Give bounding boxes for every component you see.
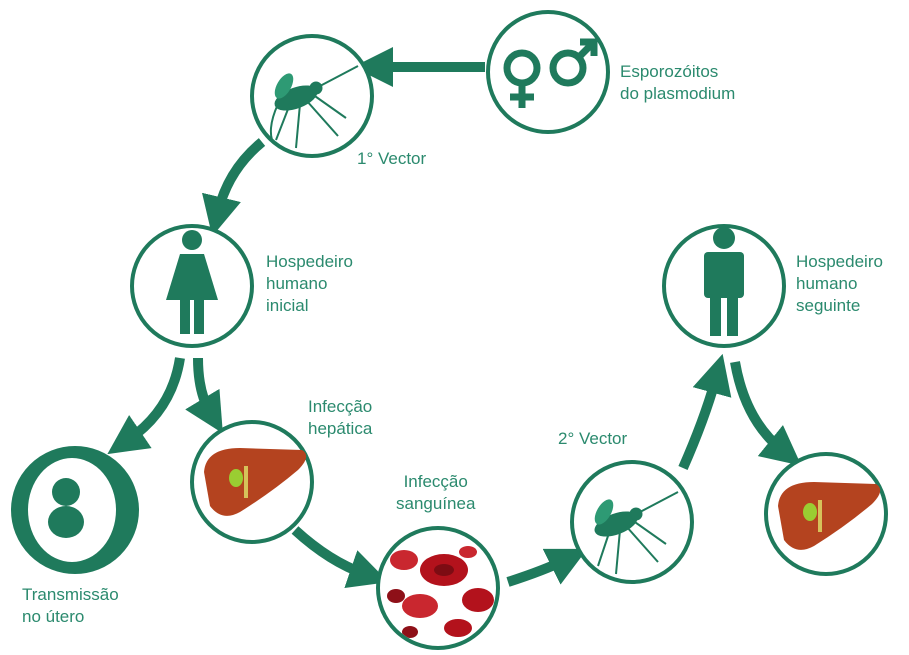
arrow-vector1-to-host: [202, 138, 266, 237]
sporozoites-node: [486, 10, 610, 134]
sporozoites-label: Esporozóitos do plasmodium: [620, 62, 736, 103]
mosquito-icon: [269, 65, 359, 149]
vector1-label: 1° Vector: [357, 149, 427, 168]
liver-icon: [778, 482, 881, 550]
arrow-host-to-utero: [107, 357, 185, 455]
initial-host-label: Hospedeiro humano inicial: [266, 252, 353, 315]
blood-node: [376, 526, 500, 650]
vector2-label: 2° Vector: [558, 429, 628, 448]
in-utero-node: [11, 446, 139, 574]
liver2-node: [764, 452, 888, 576]
next-host-label: Hospedeiro humano seguinte: [796, 252, 883, 315]
initial-host-node: [130, 224, 254, 348]
blood-label: Infecção sanguínea: [396, 472, 476, 513]
liver-icon: [204, 448, 307, 516]
fetus-icon: [48, 478, 84, 538]
red-blood-cells-icon: [387, 546, 494, 638]
hepatic-node: [190, 420, 314, 544]
hepatic-label: Infecção hepática: [308, 397, 373, 438]
arrow-blood-to-vector2: [506, 548, 588, 587]
next-host-node: [662, 224, 786, 348]
woman-icon: [166, 230, 218, 334]
vector1-node: [250, 34, 374, 158]
arrow-nexthost-to-liver2: [730, 361, 802, 466]
vector2-node: [570, 460, 694, 584]
man-icon: [704, 227, 744, 336]
venus-mars-icon: [503, 38, 598, 108]
in-utero-label: Transmissão no útero: [22, 585, 119, 626]
arrow-host-to-hepatic: [185, 357, 223, 434]
arrow-hepatic-to-blood: [291, 526, 389, 589]
arrow-vector2-to-nexthost: [678, 353, 732, 471]
mosquito-icon: [594, 491, 679, 575]
